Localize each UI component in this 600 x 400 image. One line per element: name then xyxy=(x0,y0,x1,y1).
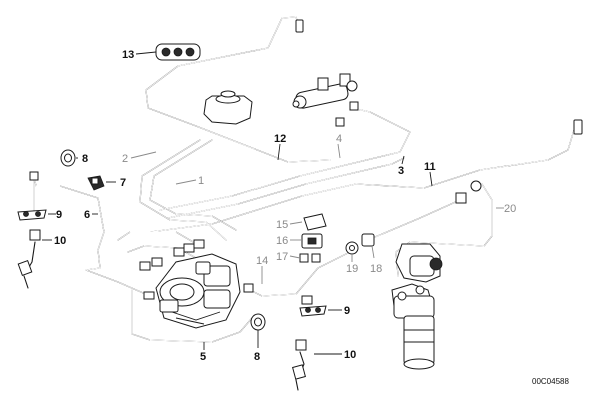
hydraulic-unit xyxy=(155,253,241,329)
brake-hose-10-right xyxy=(292,339,307,391)
label-3: 3 xyxy=(398,165,404,177)
clip-9-right xyxy=(299,295,327,317)
fitting-18 xyxy=(455,192,467,204)
label-20: 20 xyxy=(504,203,516,215)
label-11: 11 xyxy=(424,161,436,173)
pipe-1 xyxy=(139,139,227,241)
clip-9-left xyxy=(17,209,47,221)
pipe-6 xyxy=(33,175,151,297)
label-17: 17 xyxy=(276,251,288,263)
abs-pump-unit xyxy=(391,243,443,370)
label-10-right: 10 xyxy=(344,349,356,361)
fluid-reservoir xyxy=(203,90,253,125)
part-17 xyxy=(299,253,321,263)
pipe-11 xyxy=(149,121,579,233)
label-19: 19 xyxy=(346,263,358,275)
label-6: 6 xyxy=(84,209,90,221)
bracket-7 xyxy=(87,175,105,191)
label-4: 4 xyxy=(336,133,342,145)
callout-labels: 13 2 1 12 4 3 11 20 8 7 6 9 10 14 15 16 … xyxy=(54,49,516,363)
brake-pipes xyxy=(33,16,579,343)
grommet-8-top xyxy=(60,149,76,167)
top-fitting xyxy=(295,19,304,33)
brake-hose-10-left xyxy=(17,229,41,289)
right-fitting xyxy=(573,119,583,135)
label-1: 1 xyxy=(198,175,204,187)
leader-lines xyxy=(42,51,504,355)
label-7: 7 xyxy=(120,177,126,189)
pipe-fittings xyxy=(29,19,583,300)
part-15 xyxy=(303,213,327,231)
label-8-bottom: 8 xyxy=(254,351,260,363)
fitting-14 xyxy=(243,283,254,293)
label-10-left: 10 xyxy=(54,235,66,247)
pipe-2 xyxy=(149,139,237,231)
label-2: 2 xyxy=(122,153,128,165)
pipe-3 xyxy=(167,157,405,219)
label-13: 13 xyxy=(122,49,134,61)
grommet-8-bottom xyxy=(250,313,266,331)
label-14: 14 xyxy=(256,255,268,267)
hose-holder-13 xyxy=(155,43,201,61)
pipe-top-long xyxy=(145,16,331,163)
label-5: 5 xyxy=(200,351,206,363)
bottom-left-fitting xyxy=(143,291,155,300)
fitting-20 xyxy=(470,180,482,192)
label-12: 12 xyxy=(274,133,286,145)
label-9-left: 9 xyxy=(56,209,62,221)
left-fitting xyxy=(29,171,39,181)
master-cylinder xyxy=(292,73,358,109)
part-16 xyxy=(301,233,323,249)
label-8-top: 8 xyxy=(82,153,88,165)
label-18: 18 xyxy=(370,263,382,275)
part-18 xyxy=(361,233,375,247)
diagram-code: 00C04588 xyxy=(532,377,569,386)
label-9-right: 9 xyxy=(344,305,350,317)
label-15: 15 xyxy=(276,219,288,231)
part-19 xyxy=(345,241,359,255)
label-16: 16 xyxy=(276,235,288,247)
